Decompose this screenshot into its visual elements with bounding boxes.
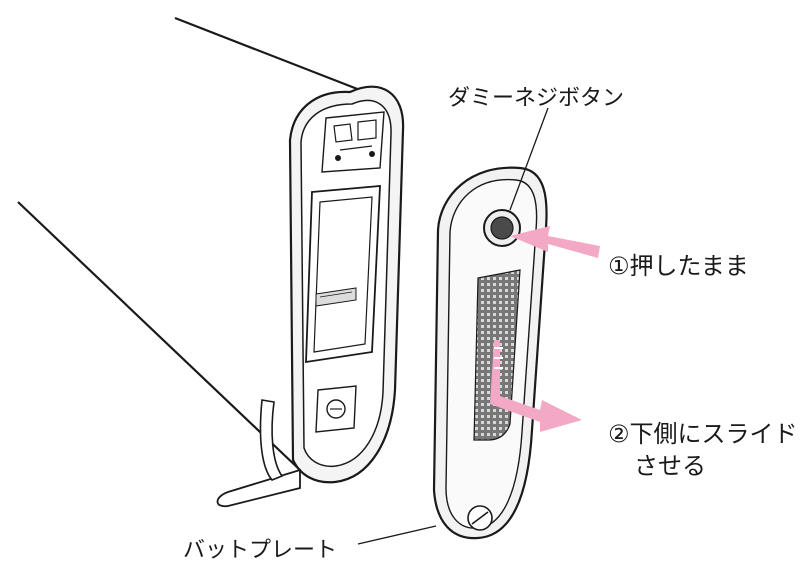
bat-plate <box>432 166 548 540</box>
dummy-screw-button <box>483 209 521 247</box>
bottom-screw <box>467 505 493 531</box>
device-body <box>17 16 405 508</box>
label-step2-line1: ②下側にスライド <box>608 420 798 448</box>
label-dummy-screw-button: ダミーネジボタン <box>448 86 625 111</box>
arrow-press <box>510 226 600 258</box>
label-step1: ①押したまま <box>608 252 749 280</box>
label-step2-line2: させる <box>634 452 706 480</box>
leader-bat-plate <box>357 525 437 545</box>
leader-dummy-screw <box>509 107 549 211</box>
label-bat-plate: バットプレート <box>183 538 338 563</box>
arrow-slide-down <box>490 340 582 432</box>
